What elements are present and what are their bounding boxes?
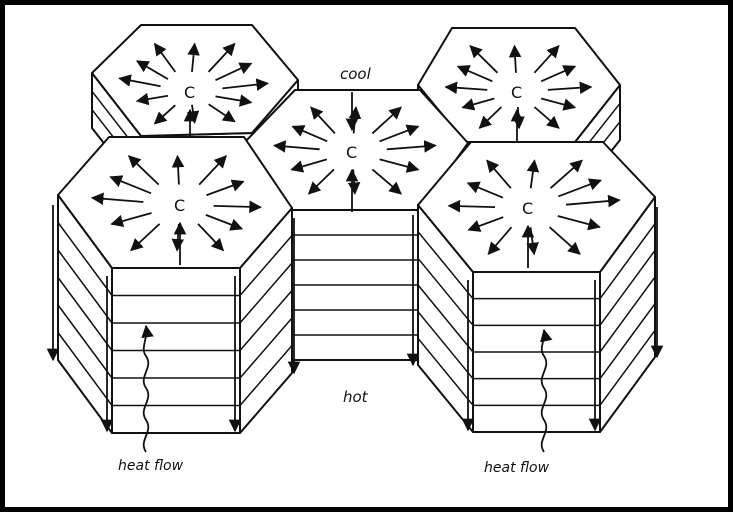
surface-flow-arrow — [478, 106, 503, 129]
surface-flow-arrow — [461, 97, 495, 111]
surface-flow-arrow — [127, 155, 160, 186]
surface-flow-arrow — [198, 155, 227, 186]
cell-wall-stripe — [417, 284, 474, 353]
cell-wall-stripe — [57, 277, 113, 351]
surface-flow-arrow — [215, 94, 253, 107]
heat-flow-label-left: heat flow — [118, 458, 184, 474]
surface-flow-arrow — [540, 97, 577, 111]
surface-flow-arrow — [549, 226, 581, 255]
surface-flow-arrow — [486, 159, 512, 189]
surface-flow-arrow — [206, 179, 245, 197]
surface-flow-arrow — [379, 158, 420, 173]
hot-label: hot — [343, 388, 369, 406]
surface-flow-arrow — [310, 106, 336, 135]
surface-flow-arrow — [533, 106, 560, 129]
surface-flow-arrow — [557, 215, 601, 231]
surface-flow-arrow — [213, 200, 262, 214]
surface-flow-arrow — [508, 44, 522, 73]
surface-flow-arrow — [526, 159, 540, 189]
surface-flow-arrow — [444, 81, 488, 95]
surface-flow-arrow — [549, 159, 583, 189]
cool-label: cool — [340, 65, 372, 83]
cell-wall-stripe — [599, 249, 656, 326]
surface-flow-arrow — [90, 192, 144, 206]
surface-flow-arrow — [466, 181, 504, 199]
cell-wall-stripe — [417, 231, 474, 300]
surface-flow-arrow — [215, 62, 253, 81]
surface-flow-arrow — [371, 106, 402, 135]
cell-wall-stripe — [417, 257, 474, 326]
cell-wall-stripe — [239, 345, 293, 406]
cell-wall-stripe — [599, 223, 656, 300]
cell-center-label: C — [511, 83, 522, 102]
surface-flow-arrow — [307, 168, 335, 195]
cell-wall-stripe — [239, 235, 293, 296]
surface-flow-arrow — [290, 158, 328, 173]
surface-flow-arrow — [566, 194, 621, 208]
cell-wall-stripe — [599, 276, 656, 353]
surface-flow-arrow — [291, 125, 328, 143]
cell-wall-stripe — [57, 249, 113, 324]
surface-flow-arrow — [171, 154, 185, 185]
surface-flow-arrow — [205, 214, 244, 231]
cell-wall-stripe — [599, 303, 656, 380]
cell-wall-stripe — [57, 222, 113, 296]
surface-flow-arrow — [222, 78, 270, 91]
cell-top-front-right — [417, 141, 656, 273]
surface-flow-arrow — [135, 92, 169, 106]
surface-flow-arrow — [447, 199, 496, 213]
surface-flow-arrow — [118, 74, 161, 88]
heat-flow-label-right: heat flow — [484, 460, 550, 476]
surface-flow-arrow — [512, 106, 525, 130]
surface-flow-arrow — [456, 65, 493, 83]
cell-center-label: C — [174, 196, 185, 215]
surface-flow-arrow — [208, 103, 236, 123]
convection-cell-front-right: C — [406, 141, 664, 433]
heat-flow-wave-left — [141, 324, 154, 453]
surface-flow-arrow — [153, 104, 176, 125]
convection-cell-front-left: C — [46, 136, 301, 434]
cell-center-label: C — [346, 143, 357, 162]
cell-center-label: C — [184, 83, 195, 102]
surface-flow-arrow — [487, 226, 513, 256]
cell-wall-stripe — [239, 317, 293, 379]
heat-flow-wave-right — [540, 328, 553, 453]
surface-flow-arrow — [153, 42, 177, 73]
cell-wall-stripe — [417, 311, 474, 380]
cell-wall-stripe — [57, 304, 113, 379]
surface-flow-arrow — [187, 42, 200, 72]
surface-flow-arrow — [547, 81, 593, 95]
surface-flow-arrow — [197, 223, 225, 252]
cell-center-label: C — [522, 199, 533, 218]
surface-flow-arrow — [469, 45, 499, 74]
surface-flow-arrow — [379, 124, 420, 143]
surface-flow-arrow — [130, 223, 161, 252]
surface-flow-arrow — [272, 140, 320, 153]
surface-flow-arrow — [371, 168, 402, 195]
surface-flow-arrow — [467, 216, 504, 232]
cell-wall-stripe — [239, 290, 293, 351]
surface-flow-arrow — [386, 140, 437, 153]
surface-flow-arrow — [533, 44, 560, 74]
cell-wall-stripe — [599, 329, 656, 406]
surface-flow-arrow — [207, 42, 236, 73]
surface-flow-arrow — [109, 175, 152, 195]
surface-flow-arrow — [557, 178, 602, 198]
cell-wall-stripe — [239, 262, 293, 324]
cell-top-front-left — [57, 136, 293, 269]
surface-flow-arrow — [135, 60, 169, 80]
surface-flow-arrow — [110, 212, 152, 228]
cell-wall-stripe — [417, 337, 474, 406]
cell-wall-stripe — [57, 332, 113, 406]
surface-flow-arrow — [540, 65, 577, 83]
